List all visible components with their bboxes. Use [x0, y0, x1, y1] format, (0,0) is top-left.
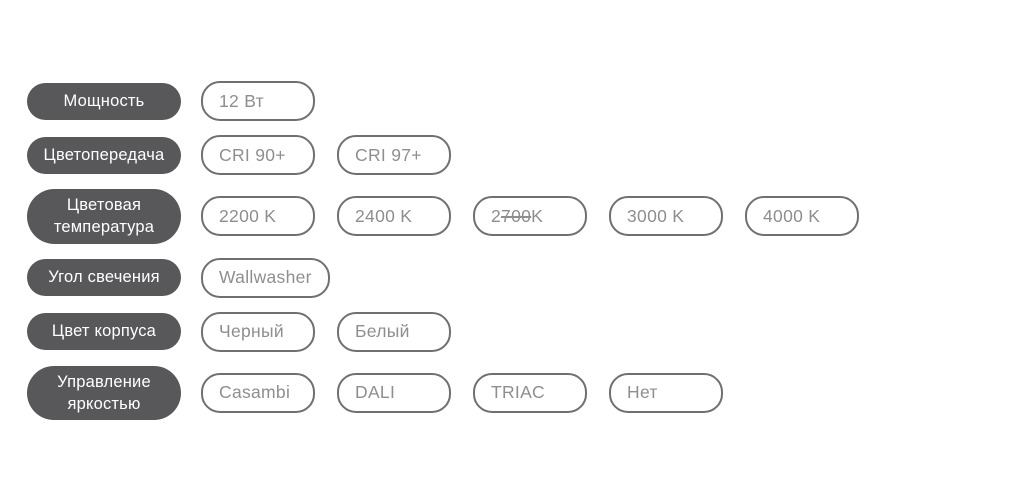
option-pill-beam-angle-0[interactable]: Wallwasher — [201, 257, 330, 298]
option-pill-brightness-control-0[interactable]: Casambi — [201, 372, 315, 413]
option-pill-brightness-control-1[interactable]: DALI — [337, 372, 451, 413]
options-group-power: 12 Вт — [201, 81, 315, 121]
option-text: K — [531, 205, 544, 226]
filter-label-color-temperature: Цветовая температура — [27, 189, 181, 244]
option-pill-color-rendering-1[interactable]: CRI 97+ — [337, 135, 451, 175]
configurator-rows: Мощность 12 Вт Цветопередача CRI 90+ CRI… — [27, 81, 859, 421]
filter-label-housing-color: Цвет корпуса — [27, 313, 181, 351]
option-pill-housing-color-0[interactable]: Черный — [201, 311, 315, 352]
option-pill-color-temperature-4[interactable]: 4000 K — [745, 196, 859, 237]
config-row-housing-color: Цвет корпуса Черный Белый — [27, 311, 859, 352]
config-row-brightness-control: Управление яркостью Casambi DALI TRIAC Н… — [27, 365, 859, 421]
option-text: 2 — [491, 205, 502, 226]
config-row-power: Мощность 12 Вт — [27, 81, 859, 121]
option-pill-color-temperature-0[interactable]: 2200 K — [201, 196, 315, 237]
options-group-brightness-control: Casambi DALI TRIAC Нет — [201, 372, 723, 413]
option-pill-color-temperature-3[interactable]: 3000 K — [609, 196, 723, 237]
filter-label-power: Мощность — [27, 82, 181, 120]
option-text-struck: 700 — [501, 205, 532, 226]
options-group-beam-angle: Wallwasher — [201, 257, 330, 298]
filter-label-color-rendering: Цветопередача — [27, 136, 181, 174]
filter-label-brightness-control: Управление яркостью — [27, 365, 181, 421]
options-group-color-rendering: CRI 90+ CRI 97+ — [201, 135, 451, 175]
options-group-housing-color: Черный Белый — [201, 311, 451, 352]
option-pill-brightness-control-2[interactable]: TRIAC — [473, 372, 587, 413]
config-row-beam-angle: Угол свечения Wallwasher — [27, 257, 859, 298]
config-row-color-rendering: Цветопередача CRI 90+ CRI 97+ — [27, 135, 859, 175]
filter-label-beam-angle: Угол свечения — [27, 259, 181, 297]
option-pill-power-0[interactable]: 12 Вт — [201, 81, 315, 121]
option-pill-color-temperature-1[interactable]: 2400 K — [337, 196, 451, 237]
option-pill-housing-color-1[interactable]: Белый — [337, 311, 451, 352]
option-pill-color-rendering-0[interactable]: CRI 90+ — [201, 135, 315, 175]
option-pill-brightness-control-3[interactable]: Нет — [609, 372, 723, 413]
